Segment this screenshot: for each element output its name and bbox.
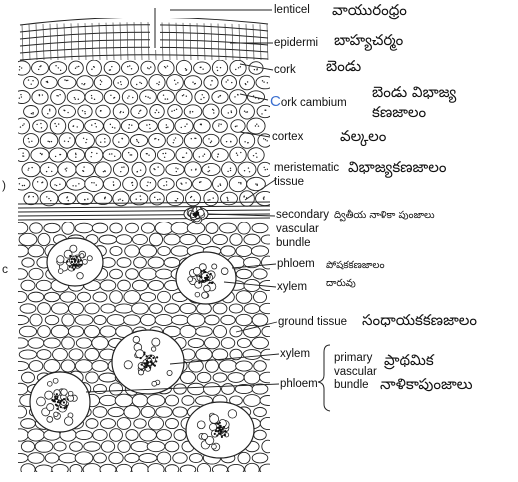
label-xylem-lower: xylem [280, 348, 310, 361]
label-cork-cambium-initial: C [270, 93, 281, 110]
label-xylem-upper: xylem [277, 281, 307, 294]
label-primary-3: bundle [334, 379, 369, 392]
bundle-lower-right [186, 402, 254, 458]
label-phloem-lower: phloem [280, 378, 318, 391]
label-secondary-2: vascular [276, 223, 319, 236]
label-primary-2: vascular [334, 366, 377, 379]
label-cortex: cortex [272, 131, 303, 144]
label-epidermis: epidermi [274, 37, 318, 50]
label-meristematic-2: tissue [274, 176, 304, 189]
telugu-epidermis: బాహ్యచర్మం [334, 32, 403, 49]
telugu-meristematic: విభాజ్యకణజాలం [348, 159, 446, 176]
label-phloem-upper: phloem [277, 258, 315, 271]
cortex-layer [14, 60, 275, 206]
telugu-ground-tissue: సంధాయకకణజాలం [362, 312, 477, 329]
telugu-cork-cambium-1: బెండు విభాజ్య [372, 84, 456, 101]
edge-fragment-lower: c [2, 262, 8, 276]
telugu-phloem: పోషకకణజాలం [326, 260, 385, 272]
telugu-lenticel: వాయురంధ్రం [332, 2, 407, 19]
label-cork-cambium: Cork cambium [270, 95, 347, 110]
label-ground-tissue: ground tissue [278, 316, 347, 329]
label-secondary-1: secondary [276, 209, 329, 222]
telugu-primary-1: ప్రాథమిక [384, 352, 434, 369]
telugu-xylem: దారువు [326, 278, 356, 290]
label-secondary-3: bundle [276, 237, 311, 250]
bundle-upper-left [47, 238, 103, 286]
primary-bracket [318, 345, 330, 411]
label-meristematic-1: meristematic [274, 162, 339, 175]
telugu-cortex: వల్కలం [340, 128, 386, 145]
label-lenticel: lenticel [274, 4, 310, 17]
label-primary-1: primary [334, 352, 372, 365]
label-cork-cambium-rest: ork cambium [281, 97, 347, 109]
telugu-secondary: ద్వితీయ నాళికా పుంజాలు [334, 210, 435, 222]
telugu-primary-2: నాళికాపుంజాలు [380, 376, 473, 393]
bundle-upper-right [176, 252, 236, 304]
cork-layer [20, 17, 268, 60]
telugu-cork: బెండు [326, 58, 361, 75]
bundle-lower-left [30, 372, 90, 432]
secondary-vascular-bundle [184, 207, 208, 224]
edge-fragment-mid: ) [2, 178, 6, 192]
bundle-lower-mid [112, 330, 184, 394]
telugu-cork-cambium-2: కణజాలం [372, 104, 426, 121]
label-cork: cork [274, 64, 296, 77]
